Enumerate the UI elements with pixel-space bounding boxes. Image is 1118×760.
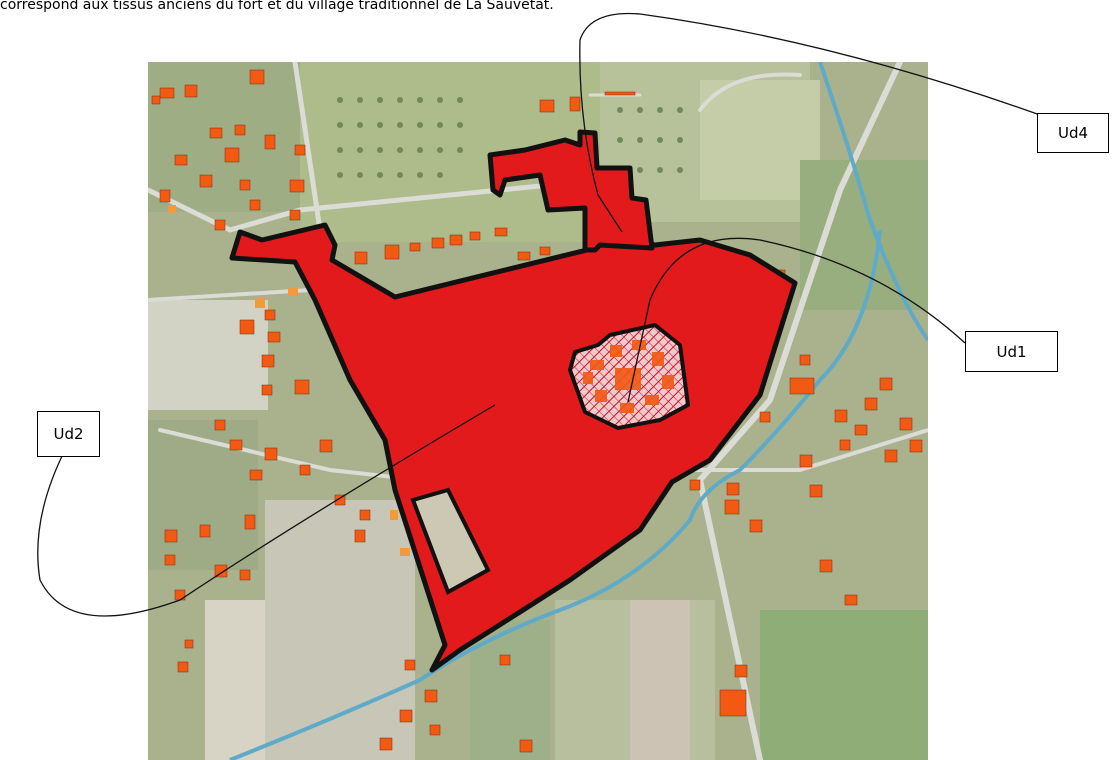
field [205,600,265,760]
field [800,160,928,310]
river [229,62,928,760]
field [148,300,268,410]
field [148,62,308,212]
field [470,620,550,760]
leader-line-ud2 [37,404,496,617]
buildings-alt [168,205,410,556]
leader-line-ud1 [627,237,966,403]
zone-label-ud2[interactable]: Ud2 [37,411,100,457]
leader-lines [37,12,1041,617]
field [760,610,928,760]
aerial-photo [148,62,928,760]
zone-ud4-polygon[interactable] [487,129,655,253]
field [265,500,415,760]
caption-text: correspond aux tissus anciens du fort et… [0,0,554,13]
field [630,600,690,760]
leader-line-ud4 [579,12,1041,233]
zone-inner-parcel [410,487,491,595]
village-buildings [583,340,674,413]
zone-label-ud1[interactable]: Ud1 [965,331,1058,372]
zone-label-ud4[interactable]: Ud4 [1037,113,1109,153]
buildings [151,69,923,753]
